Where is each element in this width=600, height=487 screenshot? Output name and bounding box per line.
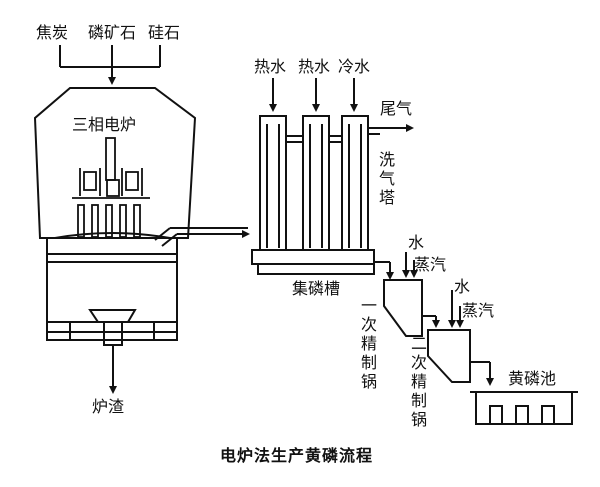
input-silica: 硅石 xyxy=(148,23,181,42)
diagram-caption: 电炉法生产黄磷流程 xyxy=(220,446,374,465)
refine1-label: 一次精制锅 xyxy=(360,296,377,391)
phosphorus-pool xyxy=(470,391,578,425)
tower-inlets xyxy=(269,78,358,112)
refine1-water-label: 水 xyxy=(408,233,425,252)
feed-lines xyxy=(59,45,161,85)
input-coke: 焦炭 xyxy=(36,23,69,42)
gas-pipe xyxy=(154,227,250,247)
hot-water-label-1: 热水 xyxy=(254,57,287,76)
slag-tap xyxy=(88,309,137,394)
electrodes xyxy=(72,137,150,238)
furnace-body xyxy=(46,232,178,341)
refine2-label: 二次精制锅 xyxy=(410,334,427,429)
input-phosphate-ore: 磷矿石 xyxy=(88,23,137,42)
collection-tank xyxy=(251,249,394,280)
slag-label: 炉渣 xyxy=(92,397,125,416)
collection-tank-label: 集磷槽 xyxy=(292,279,341,298)
refining-pot-1 xyxy=(383,252,440,337)
refine2-steam-label: 蒸汽 xyxy=(462,301,495,320)
hot-water-label-2: 热水 xyxy=(298,57,331,76)
refine1-steam-label: 蒸汽 xyxy=(414,255,447,274)
cold-water-label: 冷水 xyxy=(338,57,371,76)
furnace-hopper xyxy=(33,87,197,239)
phosphorus-pool-label: 黄磷池 xyxy=(508,369,557,388)
scrubber-tower-label: 洗气塔 xyxy=(378,150,395,207)
furnace-label: 三相电炉 xyxy=(72,115,137,134)
tail-gas-label: 尾气 xyxy=(380,99,413,118)
refining-pot-2 xyxy=(427,290,494,386)
refine2-water-label: 水 xyxy=(454,277,471,296)
